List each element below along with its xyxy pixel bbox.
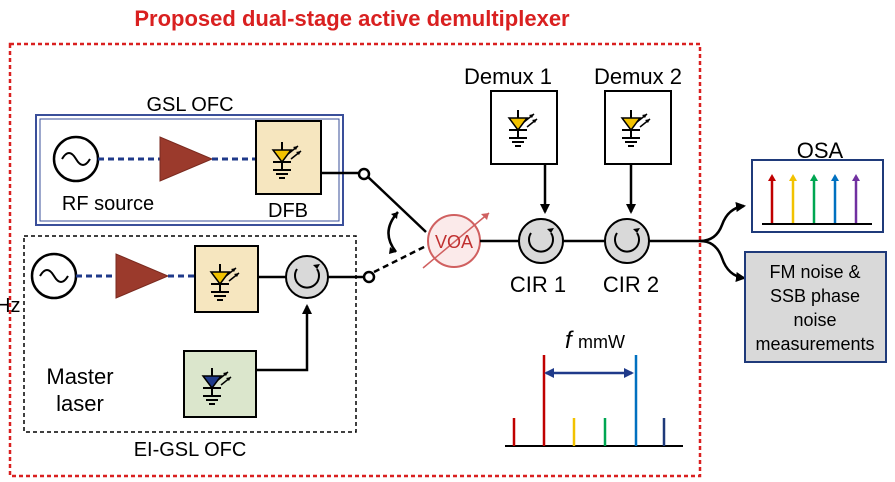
fmmw-spectrum: [512, 355, 666, 446]
ei-gsl-ofc-label: EI-GSL OFC: [134, 439, 247, 461]
dfb-label: DFB: [268, 200, 308, 222]
voa-label: VOA: [435, 232, 473, 252]
rf-source-label: RF source: [62, 193, 154, 215]
gsl-ofc-label: GSL OFC: [146, 94, 233, 116]
demux2-label: Demux 2: [594, 64, 682, 89]
osa-line-head: [810, 174, 818, 181]
osa-line-head: [768, 174, 776, 181]
demux1-label: Demux 1: [464, 64, 552, 89]
osa-line-head: [831, 174, 839, 181]
fm-noise-box: [744, 251, 887, 363]
circulator-2-icon: [604, 218, 650, 264]
dfb-box: [255, 120, 322, 195]
fmmw-f: f: [565, 327, 574, 354]
fm-line-2: SSB phase: [770, 286, 860, 306]
osa-spectrum: [768, 174, 860, 223]
osa-line-head: [789, 174, 797, 181]
ei-gsl-ofc-box: [23, 235, 357, 433]
diagram-title: Proposed dual-stage active demultiplexer: [134, 6, 570, 31]
osa-line-head: [852, 174, 860, 181]
gsl-ofc-box: [35, 114, 344, 226]
cutoff-label: Hz: [0, 295, 20, 317]
fm-line-1: FM noise &: [769, 262, 860, 282]
demux1-box: [490, 90, 558, 165]
master-label-line1: Master: [46, 364, 113, 389]
slave-laser-box: [194, 245, 259, 313]
sine-icon: [61, 152, 91, 166]
osa-label: OSA: [797, 138, 844, 163]
fmmw-sub: mmW: [578, 332, 625, 352]
cir1-label: CIR 1: [510, 272, 566, 297]
fm-line-4: measurements: [755, 334, 874, 354]
demux2-box: [604, 90, 672, 165]
amplifier-icon: [159, 136, 214, 182]
switch-terminal-bottom: [362, 270, 376, 284]
master-laser-box: [183, 350, 257, 418]
fm-line-3: noise: [793, 310, 836, 330]
circulator-1-icon: [518, 218, 564, 264]
demux-frame: [8, 42, 702, 478]
master-label-line2: laser: [56, 391, 104, 416]
cir2-label: CIR 2: [603, 272, 659, 297]
switch-terminal-top: [357, 167, 371, 181]
amplifier-icon: [115, 253, 170, 299]
sine-icon: [39, 269, 69, 283]
osa-box: [751, 159, 884, 233]
circulator-icon: [285, 255, 329, 299]
